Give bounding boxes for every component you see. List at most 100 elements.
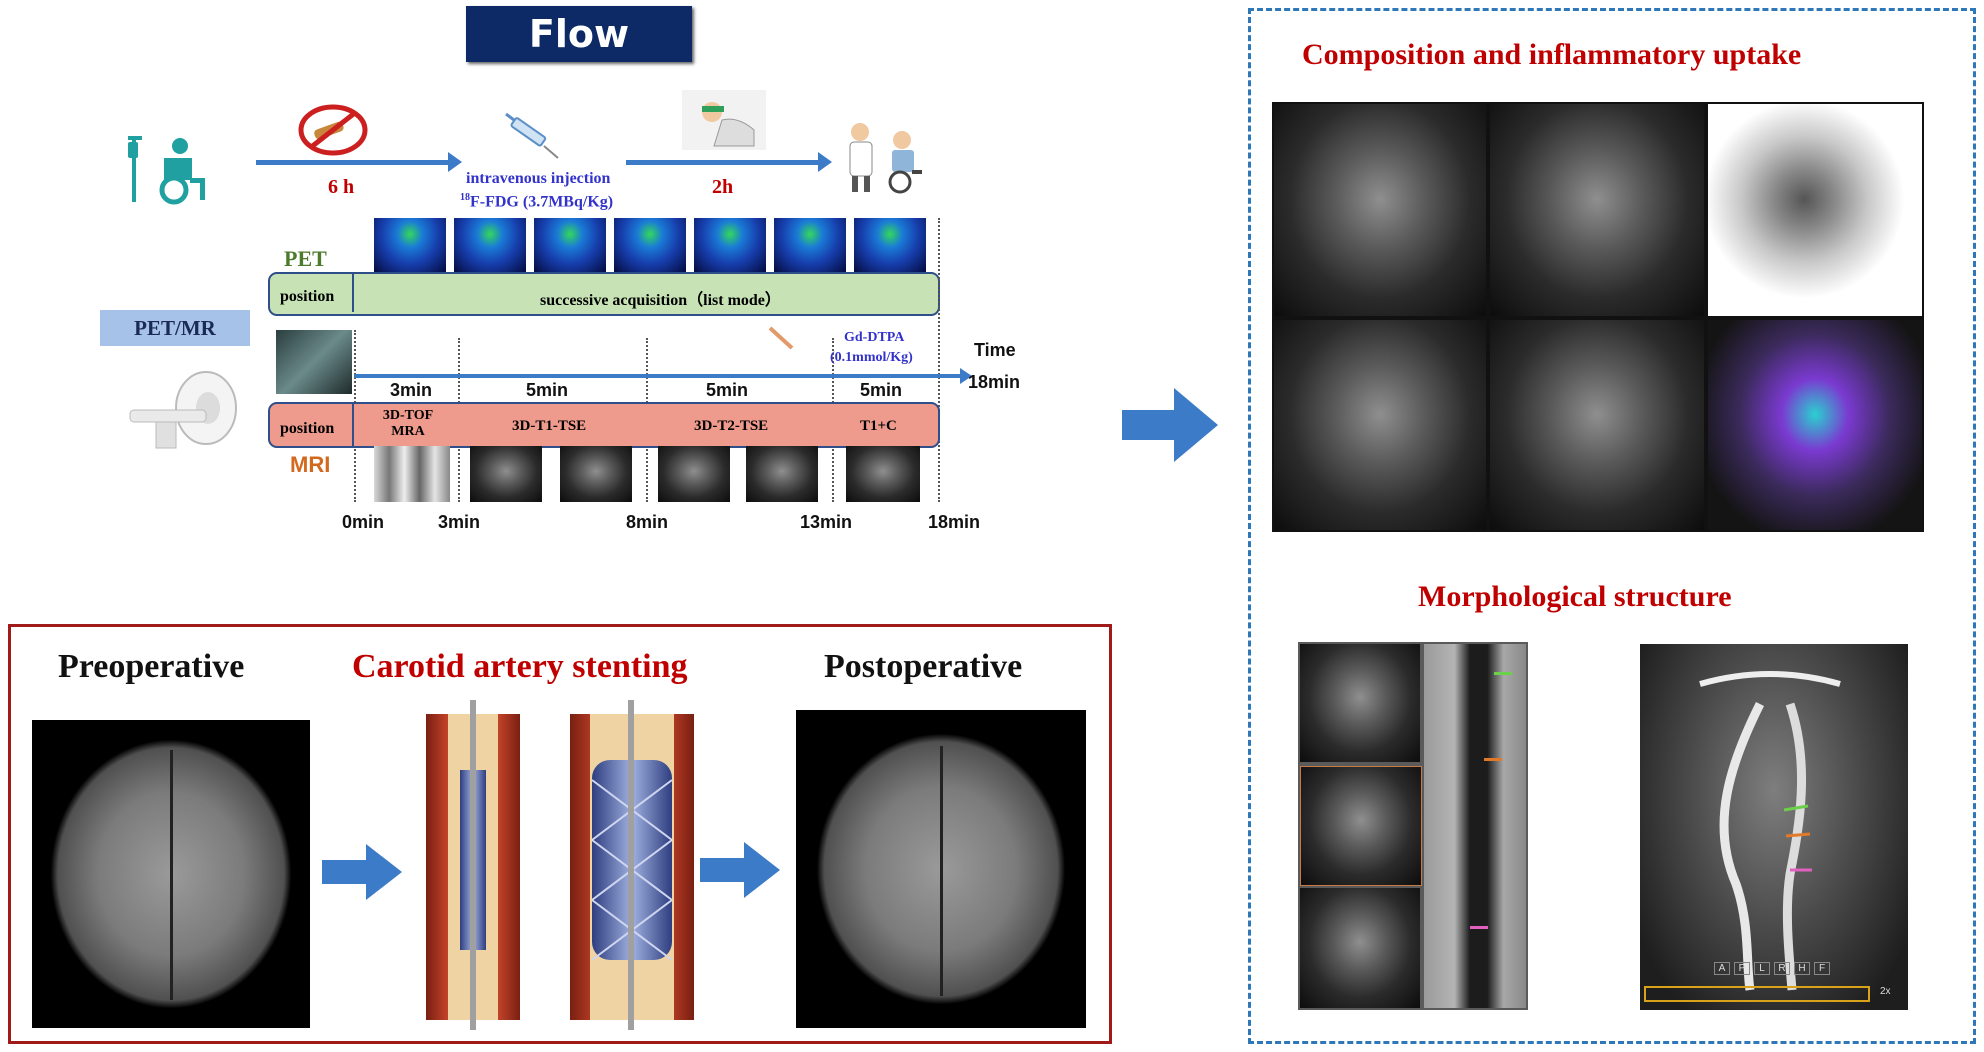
stenting-label: Carotid artery stenting — [352, 648, 688, 685]
vessel-after-expansion — [570, 700, 694, 1030]
flow-chart-title: Flow Chart — [466, 6, 692, 112]
injection-line-2: 18F-FDG (3.7MBq/Kg) — [460, 192, 613, 211]
centerline-marker-orange — [1484, 758, 1502, 761]
pet-divider — [352, 274, 354, 312]
cross-section-image — [1300, 888, 1420, 1008]
time-axis-label: Time — [974, 340, 1016, 360]
mri-thumbnail — [560, 446, 632, 502]
mri-sequence-t1: 3D-T1-TSE — [512, 418, 587, 434]
mri-divider — [352, 404, 354, 446]
arrow-head-icon — [818, 152, 832, 172]
analysis-panel — [1248, 8, 1976, 1044]
cross-section-image — [1300, 766, 1422, 886]
time-tick: 3min — [438, 512, 481, 532]
pet-position-label: position — [280, 288, 335, 305]
syringe-icon — [505, 112, 559, 159]
pet-acquisition-bar — [268, 272, 940, 316]
injection-line-1: intravenous injection — [466, 170, 611, 187]
nav-button-p[interactable]: P — [1734, 962, 1750, 975]
timeline-arrow-2 — [626, 160, 822, 165]
postoperative-label: Postoperative — [824, 648, 1023, 685]
preoperative-label: Preoperative — [58, 648, 245, 685]
mri-sequence-t1c: T1+C — [860, 418, 897, 434]
mri-axial-image — [1490, 320, 1704, 530]
segment-duration: 5min — [860, 380, 903, 400]
time-tick: 0min — [342, 512, 385, 532]
mri-label: MRI — [290, 452, 331, 477]
longitudinal-vessel-image — [1424, 644, 1526, 1008]
carotid-vessels — [1699, 671, 1841, 991]
contrast-syringe-icon — [768, 326, 794, 350]
pet-acquisition-text: successive acquisition（list mode） — [540, 292, 781, 309]
contrast-agent: Gd-DTPA — [844, 330, 905, 345]
nav-button-f[interactable]: F — [1814, 962, 1830, 975]
pet-frame — [534, 218, 606, 272]
isotope-superscript: 18 — [460, 192, 470, 203]
midline — [940, 746, 943, 996]
mri-thumbnail — [846, 446, 920, 502]
stenting-panel — [8, 624, 1112, 1044]
pet-mr-scanner-icon — [129, 371, 237, 449]
uptake-duration: 2h — [712, 176, 734, 198]
fasting-duration: 6 h — [328, 176, 355, 198]
mri-position-label: position — [280, 420, 335, 437]
time-tick: 18min — [928, 512, 981, 532]
preoperative-brain-image — [32, 720, 310, 1028]
segment-duration: 5min — [706, 380, 749, 400]
mri-axial-image — [1274, 104, 1486, 316]
morphology-title: Morphological structure — [1418, 580, 1732, 613]
mri-axial-image — [1490, 104, 1704, 316]
segment-duration: 5min — [526, 380, 569, 400]
mri-axial-image — [1274, 320, 1486, 530]
postoperative-brain-image — [796, 710, 1086, 1028]
pet-frame — [774, 218, 846, 272]
patient-iv-icon — [128, 136, 205, 205]
flow-arrow-icon — [322, 844, 402, 900]
pet-mr-fusion-image — [1708, 320, 1922, 530]
tof-zoom: 2x — [1880, 986, 1891, 997]
pet-frame — [614, 218, 686, 272]
pet-axial-image — [1708, 104, 1922, 316]
vessel-wall-image — [1298, 642, 1528, 1010]
nav-button-a[interactable]: A — [1714, 962, 1730, 975]
mri-thumbnail — [746, 446, 818, 502]
injection-dose: F-FDG (3.7MBq/Kg) — [470, 193, 614, 211]
doctor-patient-icon — [849, 123, 922, 194]
big-right-arrow-icon — [1122, 388, 1218, 462]
no-food-icon — [298, 104, 368, 156]
mri-sequence-tof: 3D-TOF MRA — [382, 408, 434, 439]
cross-section-image — [1300, 644, 1420, 762]
mri-thumbnails — [374, 446, 926, 502]
flow-arrow-icon — [700, 842, 780, 898]
nav-button-h[interactable]: H — [1794, 962, 1810, 975]
tof-slider[interactable] — [1644, 986, 1870, 1002]
pet-frame — [374, 218, 446, 272]
composition-image-grid — [1272, 102, 1924, 532]
contrast-dose: (0.1mmol/Kg) — [830, 350, 913, 365]
vessel-before-expansion — [426, 700, 520, 1030]
pet-mr-label: PET/MR — [100, 310, 250, 346]
mra-thumbnail — [374, 446, 450, 502]
midline — [170, 750, 173, 1000]
arrow-head-icon — [448, 152, 462, 172]
pet-frame — [694, 218, 766, 272]
stent-illustration — [426, 700, 694, 1030]
centerline-marker-pink — [1470, 926, 1488, 929]
pet-frame — [454, 218, 526, 272]
composition-title: Composition and inflammatory uptake — [1302, 38, 1802, 71]
pet-frames — [374, 218, 926, 272]
mri-thumbnail — [658, 446, 730, 502]
pet-frame — [854, 218, 926, 272]
mri-localizer-image — [276, 330, 352, 394]
time-tick: 13min — [800, 512, 853, 532]
time-tick: 8min — [626, 512, 669, 532]
nav-button-r[interactable]: R — [1774, 962, 1790, 975]
centerline-marker-green — [1494, 672, 1512, 675]
pet-label: PET — [284, 246, 327, 271]
nav-button-l[interactable]: L — [1754, 962, 1770, 975]
mri-sequence-t2: 3D-T2-TSE — [694, 418, 769, 434]
time-axis-line — [354, 374, 962, 378]
segment-duration: 3min — [390, 380, 433, 400]
